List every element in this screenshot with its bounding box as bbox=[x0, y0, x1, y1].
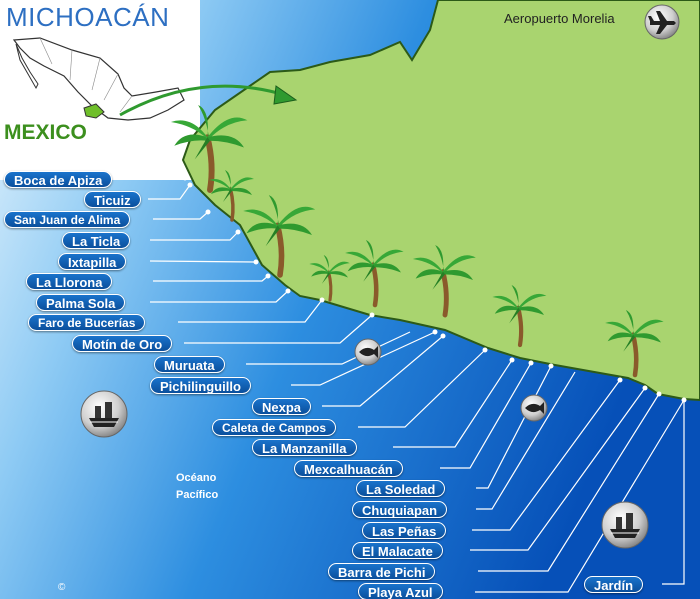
beach-label-motin-de-oro[interactable]: Motín de Oro bbox=[72, 335, 173, 352]
beach-label-nexpa[interactable]: Nexpa bbox=[252, 398, 312, 415]
beach-label-la-ticla[interactable]: La Ticla bbox=[62, 232, 131, 249]
mexico-inset-map bbox=[12, 37, 185, 121]
beach-label-mexcalhuacan[interactable]: Mexcalhuacán bbox=[294, 460, 403, 477]
beach-label-playa-azul[interactable]: Playa Azul bbox=[358, 583, 443, 599]
beach-label-la-manzanilla[interactable]: La Manzanilla bbox=[252, 439, 357, 456]
ship-icon bbox=[601, 501, 649, 549]
beach-label-faro-de-bucerias[interactable]: Faro de Bucerías bbox=[28, 314, 146, 331]
beach-label-jardin[interactable]: Jardín bbox=[584, 576, 644, 593]
country-label: MEXICO bbox=[4, 121, 87, 144]
page-title: MICHOACÁN bbox=[6, 2, 170, 32]
fish-icon bbox=[354, 338, 382, 366]
beach-label-palma-sola[interactable]: Palma Sola bbox=[36, 294, 126, 311]
beach-label-el-malacate[interactable]: El Malacate bbox=[352, 542, 443, 559]
beach-label-barra-de-pichi[interactable]: Barra de Pichi bbox=[328, 563, 436, 580]
beach-label-la-soledad[interactable]: La Soledad bbox=[356, 480, 446, 497]
copyright-mark: © bbox=[58, 582, 66, 593]
michoacan-land bbox=[181, 0, 700, 402]
beach-label-caleta-de-campos[interactable]: Caleta de Campos bbox=[212, 419, 337, 436]
arrow-icon bbox=[119, 84, 286, 117]
beach-label-pichilinguillo[interactable]: Pichilinguillo bbox=[150, 377, 251, 394]
leader-lines bbox=[148, 177, 685, 593]
beach-label-las-penas[interactable]: Las Peñas bbox=[362, 522, 447, 539]
ship-icon bbox=[80, 390, 128, 438]
beach-label-ixtapilla[interactable]: Ixtapilla bbox=[58, 253, 127, 270]
ocean-label-line1: Océano bbox=[176, 472, 217, 484]
airport-label: Aeropuerto Morelia bbox=[504, 11, 615, 26]
airplane-icon bbox=[644, 4, 680, 40]
beach-label-la-llorona[interactable]: La Llorona bbox=[26, 273, 113, 290]
beach-label-san-juan-de-alima[interactable]: San Juan de Alima bbox=[4, 211, 131, 228]
arrow-head bbox=[273, 85, 298, 105]
beach-label-boca-de-apiza[interactable]: Boca de Apiza bbox=[4, 171, 113, 188]
beach-label-muruata[interactable]: Muruata bbox=[154, 356, 225, 373]
fish-icon bbox=[520, 394, 548, 422]
beach-label-chuquiapan[interactable]: Chuquiapan bbox=[352, 501, 448, 518]
ocean-label-line2: Pacífico bbox=[176, 489, 219, 501]
beach-label-ticuiz[interactable]: Ticuiz bbox=[84, 191, 141, 208]
